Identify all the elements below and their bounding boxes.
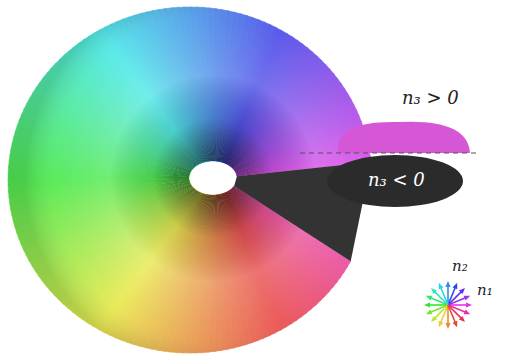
wheel-spoke [441, 305, 448, 323]
wheel-arrowhead [459, 316, 465, 322]
wheel-arrowhead [426, 309, 433, 314]
wheel-spoke [448, 305, 466, 312]
axis-label: n₁ [477, 282, 493, 299]
wheel-arrowhead [464, 296, 471, 301]
wheel-arrowhead [426, 296, 433, 301]
wheel-arrowhead [431, 288, 437, 294]
lower-section [327, 155, 463, 207]
wheel-arrowhead [452, 283, 457, 290]
wheel-arrowhead [466, 302, 472, 307]
wheel-arrowhead [452, 321, 457, 328]
wheel-spoke [430, 298, 448, 305]
wheel-arrowhead [439, 321, 444, 328]
wheel-arrowhead [439, 283, 444, 290]
axis-label: n₂ [452, 258, 468, 275]
wheel-arrowhead [445, 323, 450, 329]
wheel-spoke [448, 287, 455, 305]
wheel-arrowhead [464, 309, 471, 314]
section-line [300, 152, 480, 153]
wheel-arrowhead [431, 316, 437, 322]
direction-wheel [424, 281, 472, 329]
wheel-arrowhead [445, 281, 450, 287]
region-label: n₃ > 0 [402, 88, 459, 108]
wheel-arrowhead [459, 288, 465, 294]
wheel-arrowhead [424, 302, 430, 307]
region-label: n₃ < 0 [368, 170, 425, 190]
upper-section [338, 122, 470, 153]
